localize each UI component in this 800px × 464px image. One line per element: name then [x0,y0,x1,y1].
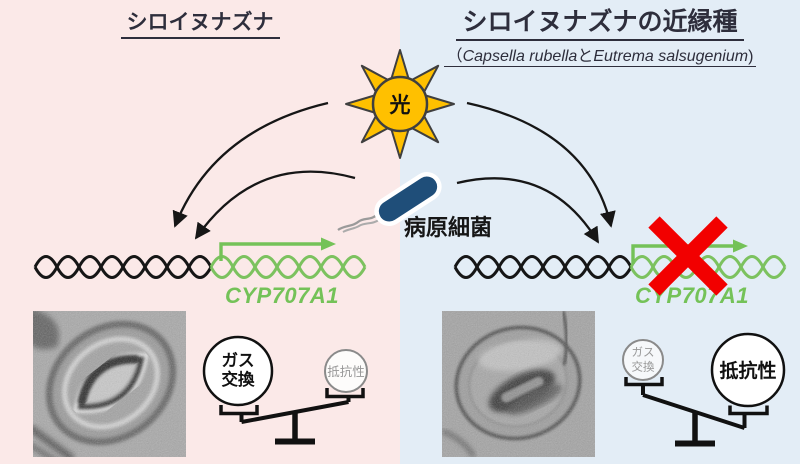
balance-scale-right: ガス交換 抵抗性 [622,332,786,447]
gas-exchange-circle-small [622,339,664,381]
sun-ray-w [345,94,377,114]
right-panel-subtitle-row: （Capsella rubellaとEutrema salsugenium) [400,42,800,67]
bacterium-icon [337,171,442,233]
species-name-eutrema: Eutrema salsugenium [593,48,749,65]
subtitle-open-paren: （ [446,48,463,65]
left-pan [624,377,664,387]
balance-scale-left: ガス交換 抵抗性 [202,335,368,445]
cross-stroke-2 [648,216,728,296]
film-grain [442,311,595,457]
pathogen-to-left-gene-arrow [194,170,356,240]
left-panel-title: シロイヌナズナ [120,6,280,39]
flagellum-1 [337,213,379,231]
inhibition-cross-icon [648,216,728,296]
dna-right [453,239,787,279]
right-panel-title: シロイヌナズナの近縁種 [456,2,744,41]
transcription-arrowhead-left [321,237,336,251]
gas-exchange-label: ガス交換 [222,351,256,389]
right-panel-subtitle: （Capsella rubellaとEutrema salsugenium) [443,42,757,67]
transcription-arrowhead-right [733,239,748,253]
sun-ray-s [390,127,410,159]
dna-left-green-strand-b [209,255,367,279]
transcription-arrow-left [219,242,321,261]
light-to-left-gene-arrow [172,101,329,228]
gas-exchange-circle-large [202,335,274,407]
left-panel-header: シロイヌナズナ [0,6,400,39]
stoma-closed-image [442,311,595,457]
light-to-right-gene-arrow [466,101,616,228]
stoma-open-image [33,311,186,457]
sun-ray-e [423,94,455,114]
sun-label: 光 [389,94,411,117]
dna-left [33,237,367,279]
flagellum-2 [342,218,381,233]
resistance-label: 抵抗性 [327,364,365,379]
resistance-label: 抵抗性 [719,359,776,382]
pathogen-label: 病原細菌 [404,215,493,240]
dna-right-green-strand-b [629,255,787,279]
dna-left-black-strand-b [33,255,213,279]
right-pan [728,405,769,416]
dna-left-green-strand-a [209,255,367,279]
left-pan [219,405,259,416]
subtitle-connector: と [577,48,594,65]
pathogen-to-right-gene-arrow [456,177,599,244]
gas-exchange-label: ガス交換 [632,346,655,374]
resistance-circle-large [710,332,786,408]
gene-label-left: CYP707A1 [224,283,340,308]
right-pan [325,388,365,399]
beam [642,393,746,430]
right-panel-header: シロイヌナズナの近縁種 （Capsella rubellaとEutrema sa… [400,2,800,67]
subtitle-close-paren: ) [748,48,754,65]
species-name-capsella: Capsella rubella [462,48,578,65]
sun-icon: 光 [345,49,455,159]
resistance-circle-small [324,349,368,393]
bacterium-body [374,171,442,227]
sun-disc [371,75,429,133]
dna-right-black-strand-b [453,255,633,279]
film-grain [33,311,186,457]
